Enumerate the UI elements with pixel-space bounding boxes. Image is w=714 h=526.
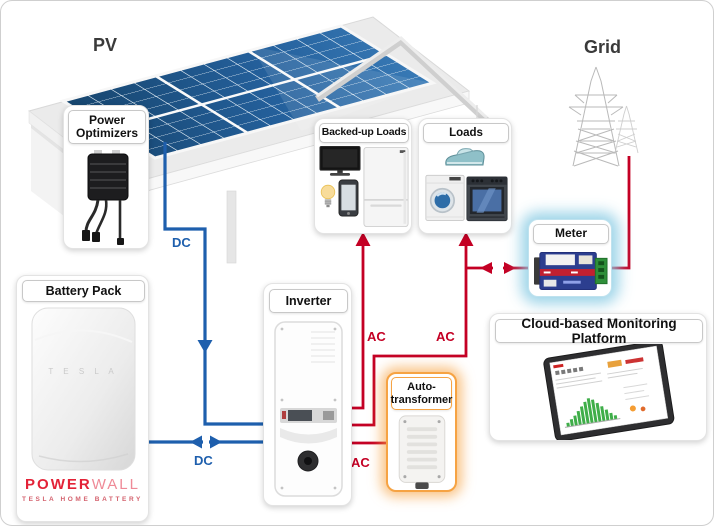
loads-label: Loads bbox=[423, 123, 509, 143]
ac-label-loads: AC bbox=[436, 329, 455, 344]
meter-box: Meter bbox=[528, 219, 612, 297]
meter-label: Meter bbox=[533, 224, 609, 244]
fridge-icon bbox=[363, 146, 409, 228]
power-optimizer-icon bbox=[82, 150, 129, 245]
ac-line-meter bbox=[466, 262, 531, 274]
ac-line-meter-grid bbox=[609, 156, 631, 270]
ac-label-backedup: AC bbox=[367, 329, 386, 344]
ac-arrow-backedup bbox=[355, 232, 371, 246]
transmission-tower-icon bbox=[568, 66, 624, 167]
powerwall-brand: POWERWALL TESLA HOME BATTERY bbox=[17, 476, 148, 503]
battery-pack-box: Battery Pack T E S L A POWERWALL TESLA H… bbox=[16, 275, 149, 522]
dc-label-pv: DC bbox=[172, 235, 191, 250]
ac-arrow-meter-right bbox=[504, 262, 516, 274]
backed-up-loads-label: Backed-up Loads bbox=[319, 123, 409, 143]
auto-transformer-icon bbox=[398, 415, 446, 490]
iron-icon bbox=[445, 148, 485, 166]
inverter-box: Inverter bbox=[263, 283, 352, 506]
pv-label: PV bbox=[93, 35, 118, 55]
dc-line-pv-to-inverter bbox=[163, 142, 269, 426]
dc-label-battery: DC bbox=[194, 453, 213, 468]
dc-arrow-left bbox=[190, 435, 202, 449]
roof-post bbox=[226, 190, 237, 264]
transmission-tower-small-icon bbox=[614, 105, 639, 154]
power-optimizers-box: Power Optimizers bbox=[63, 105, 149, 249]
washing-machine-icon bbox=[425, 174, 465, 221]
ac-label-transformer: AC bbox=[351, 455, 370, 470]
power-optimizers-label: Power Optimizers bbox=[68, 110, 146, 144]
phone-icon bbox=[338, 179, 359, 217]
inverter-label: Inverter bbox=[269, 289, 348, 313]
grid-label: Grid bbox=[584, 37, 622, 57]
powerwall-wordmark: T E S L A bbox=[48, 367, 117, 376]
battery-pack-label: Battery Pack bbox=[22, 280, 145, 302]
ac-line-inverter-loads bbox=[346, 232, 474, 427]
pv-panels bbox=[59, 24, 437, 160]
backed-up-loads-box: Backed-up Loads bbox=[314, 118, 412, 234]
brand-wall: WALL bbox=[91, 476, 140, 493]
dc-line-battery-inverter bbox=[146, 435, 269, 449]
auto-transformer-label: Auto-transformer bbox=[391, 377, 452, 410]
monitoring-tablet-icon bbox=[543, 344, 675, 440]
ac-arrow-loads bbox=[458, 232, 474, 246]
stove-icon bbox=[466, 176, 508, 222]
loads-box: Loads bbox=[418, 118, 512, 234]
inverter-icon bbox=[274, 321, 343, 497]
light-bulb-icon bbox=[320, 184, 336, 208]
brand-subtitle: TESLA HOME BATTERY bbox=[22, 496, 143, 503]
ac-arrow-meter-left bbox=[480, 262, 492, 274]
dc-arrow-down bbox=[197, 340, 213, 353]
powerwall-icon: T E S L A bbox=[31, 307, 136, 471]
dc-arrow-right bbox=[210, 435, 222, 449]
tv-icon bbox=[319, 146, 361, 176]
monitoring-box: Cloud-based Monitoring Platform bbox=[489, 313, 707, 441]
meter-icon bbox=[534, 252, 608, 290]
auto-transformer-box: Auto-transformer bbox=[386, 372, 457, 492]
brand-power: POWER bbox=[25, 476, 92, 493]
monitoring-label: Cloud-based Monitoring Platform bbox=[495, 316, 703, 346]
